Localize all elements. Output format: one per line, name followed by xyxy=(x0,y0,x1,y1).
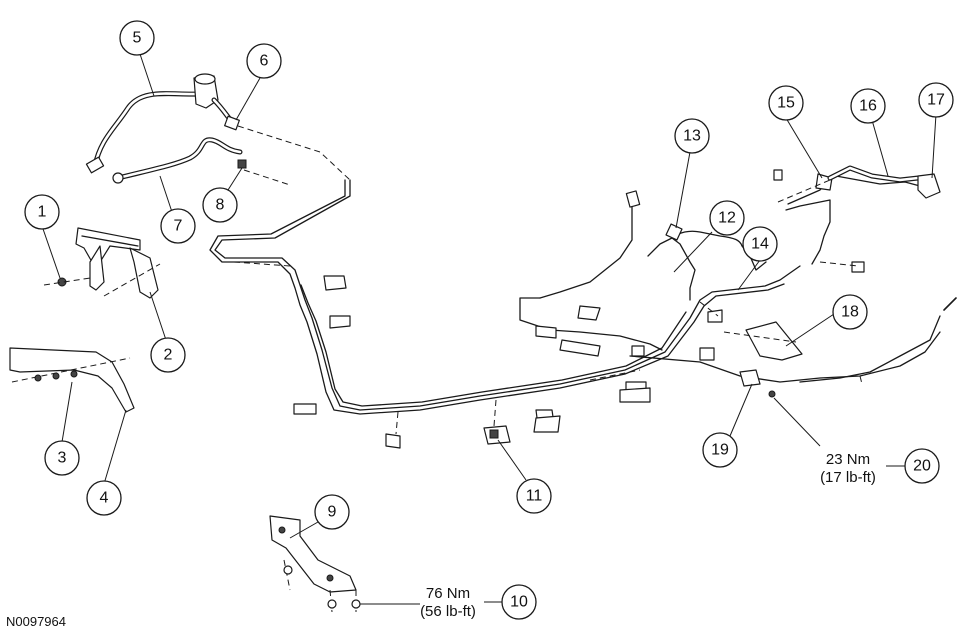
svg-text:10: 10 xyxy=(510,594,528,611)
callout-11: 11 xyxy=(516,478,552,514)
bracket-part-9 xyxy=(269,515,357,593)
svg-text:14: 14 xyxy=(751,236,769,253)
torque-nm-text: 76 Nm xyxy=(426,585,470,602)
svg-text:5: 5 xyxy=(133,30,142,47)
nuts-part-10 xyxy=(283,559,361,613)
svg-text:2: 2 xyxy=(164,347,173,364)
torque-lbft-text: (17 lb-ft) xyxy=(820,469,876,486)
main-brake-lines xyxy=(209,175,941,415)
svg-text:12: 12 xyxy=(718,210,736,227)
frame-rail-part-4 xyxy=(9,347,135,413)
callout-12: 12 xyxy=(709,200,745,236)
brake-tube-part-7 xyxy=(112,137,243,184)
callout-18: 18 xyxy=(832,294,868,330)
tube-part-16 xyxy=(827,165,921,183)
svg-text:19: 19 xyxy=(711,442,729,459)
svg-text:20: 20 xyxy=(913,458,931,475)
callout-9: 9 xyxy=(314,494,350,530)
bolt-part-20 xyxy=(768,390,776,398)
leader-lines xyxy=(41,53,937,605)
callout-3: 3 xyxy=(44,440,80,476)
svg-text:4: 4 xyxy=(100,490,109,507)
callout-14: 14 xyxy=(742,226,778,262)
callout-7: 7 xyxy=(160,208,196,244)
fitting-part-17 xyxy=(917,173,941,199)
callout-10: 10 xyxy=(501,584,537,620)
callout-17: 17 xyxy=(918,82,954,118)
callout-19: 19 xyxy=(702,432,738,468)
torque-spec-20: 23 Nm (17 lb-ft) xyxy=(820,451,905,486)
callout-4: 4 xyxy=(86,480,122,516)
svg-text:16: 16 xyxy=(859,98,877,115)
callout-1: 1 xyxy=(24,194,60,230)
clip-part-8 xyxy=(237,159,247,169)
callout-2: 2 xyxy=(150,337,186,373)
shield-part-18 xyxy=(723,321,803,361)
tube-part-13 xyxy=(625,190,683,241)
svg-text:3: 3 xyxy=(58,450,67,467)
svg-text:17: 17 xyxy=(927,92,945,109)
svg-text:6: 6 xyxy=(260,53,269,70)
torque-spec-10: 76 Nm (56 lb-ft) xyxy=(420,585,502,620)
callout-15: 15 xyxy=(768,85,804,121)
svg-text:8: 8 xyxy=(216,197,225,214)
callout-8: 8 xyxy=(202,187,238,223)
svg-text:13: 13 xyxy=(683,128,701,145)
svg-text:1: 1 xyxy=(38,204,47,221)
svg-text:9: 9 xyxy=(328,504,337,521)
svg-text:11: 11 xyxy=(526,488,543,505)
bracket-part-2 xyxy=(75,227,159,299)
torque-lbft-text: (56 lb-ft) xyxy=(420,603,476,620)
figure-id-label: N0097964 xyxy=(6,614,66,629)
callout-16: 16 xyxy=(850,88,886,124)
torque-nm-text: 23 Nm xyxy=(826,451,870,468)
callout-5: 5 xyxy=(119,20,155,56)
callout-13: 13 xyxy=(674,118,710,154)
brake-hose-part-5 xyxy=(85,73,240,174)
bolt-part-1 xyxy=(43,277,91,287)
svg-text:15: 15 xyxy=(777,95,795,112)
svg-text:18: 18 xyxy=(841,304,859,321)
callout-6: 6 xyxy=(246,43,282,79)
line-clips xyxy=(293,261,865,449)
callout-20: 20 xyxy=(904,448,940,484)
clip-part-19 xyxy=(739,369,761,387)
svg-text:7: 7 xyxy=(174,218,183,235)
clip-part-11 xyxy=(483,425,511,445)
